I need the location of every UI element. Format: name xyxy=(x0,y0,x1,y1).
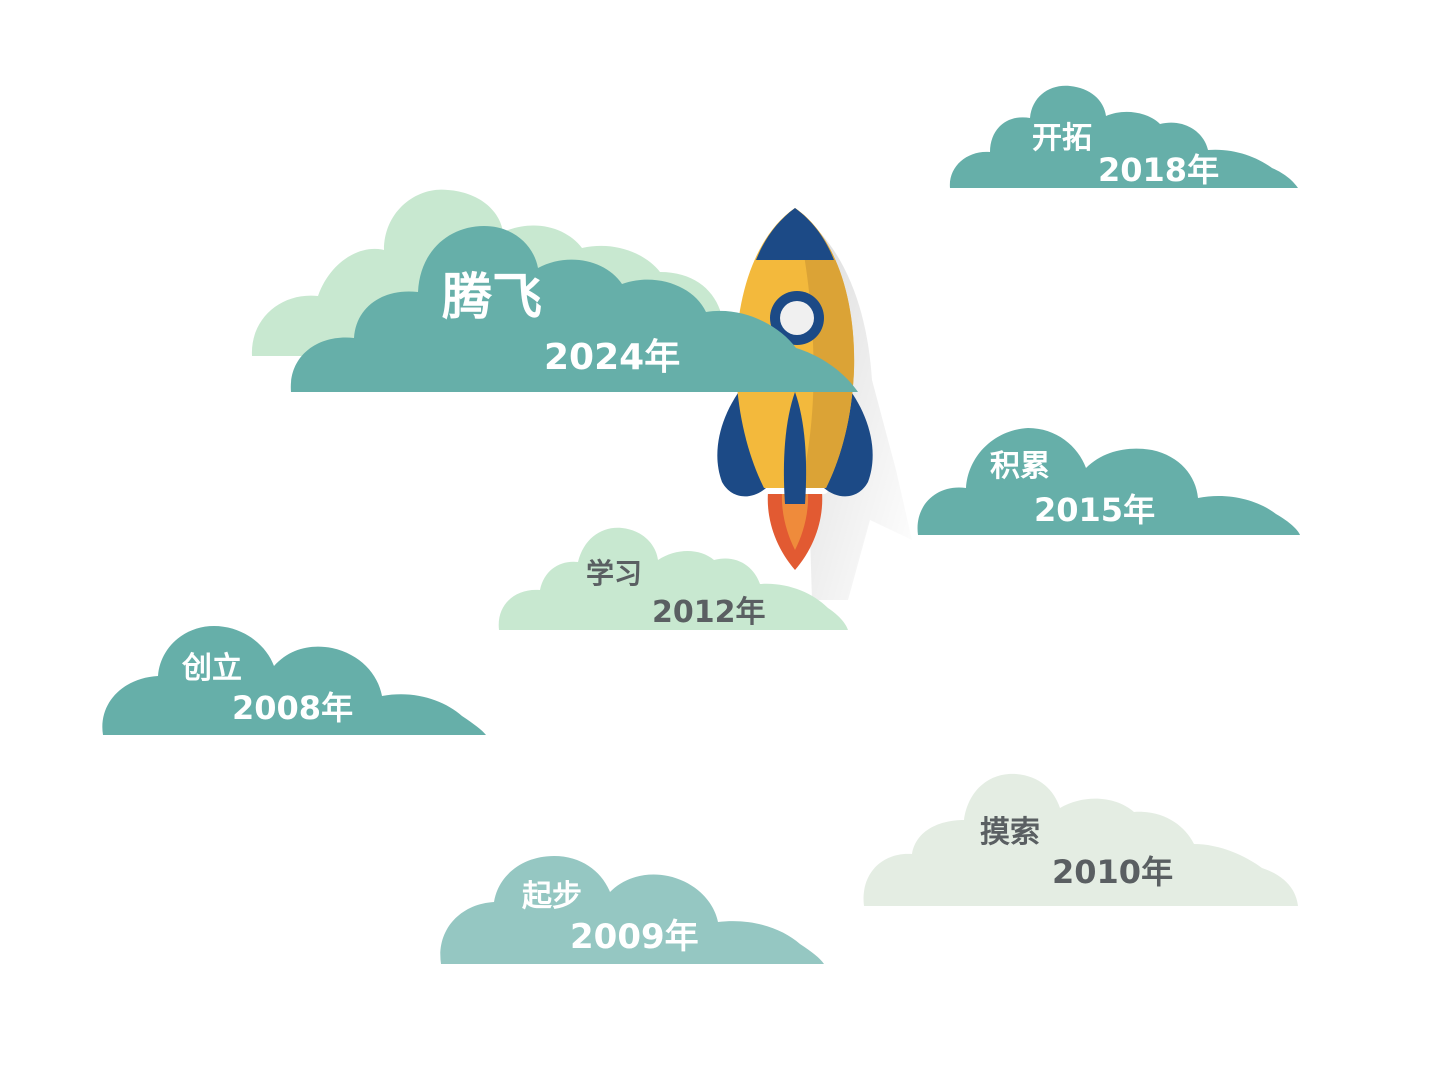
milestone-year-2009: 2009年 xyxy=(570,917,699,957)
cloud-icon xyxy=(440,856,824,964)
milestone-year-2024: 2024年 xyxy=(544,337,681,378)
cloud-icon xyxy=(290,226,858,392)
cloud-icon xyxy=(498,527,848,630)
milestone-year-2015: 2015年 xyxy=(1034,491,1156,529)
milestone-label-2010: 摸索 xyxy=(980,815,1040,850)
cloud-icon xyxy=(917,428,1300,535)
milestone-label-2008: 创立 xyxy=(182,651,242,686)
milestone-year-2018: 2018年 xyxy=(1098,151,1220,189)
milestone-year-2012: 2012年 xyxy=(652,595,766,630)
milestone-label-2009: 起步 xyxy=(522,879,582,914)
milestone-label-2018: 开拓 xyxy=(1032,121,1092,156)
milestone-year-2010: 2010年 xyxy=(1052,853,1174,891)
milestone-label-2015: 积累 xyxy=(990,449,1050,484)
cloud-icon xyxy=(949,85,1298,188)
cloud-icon xyxy=(863,773,1298,906)
milestone-label-2012: 学习 xyxy=(586,557,643,590)
milestone-year-2008: 2008年 xyxy=(232,689,354,727)
cloud-icon xyxy=(102,626,486,735)
milestone-label-2024: 腾飞 xyxy=(442,268,542,326)
